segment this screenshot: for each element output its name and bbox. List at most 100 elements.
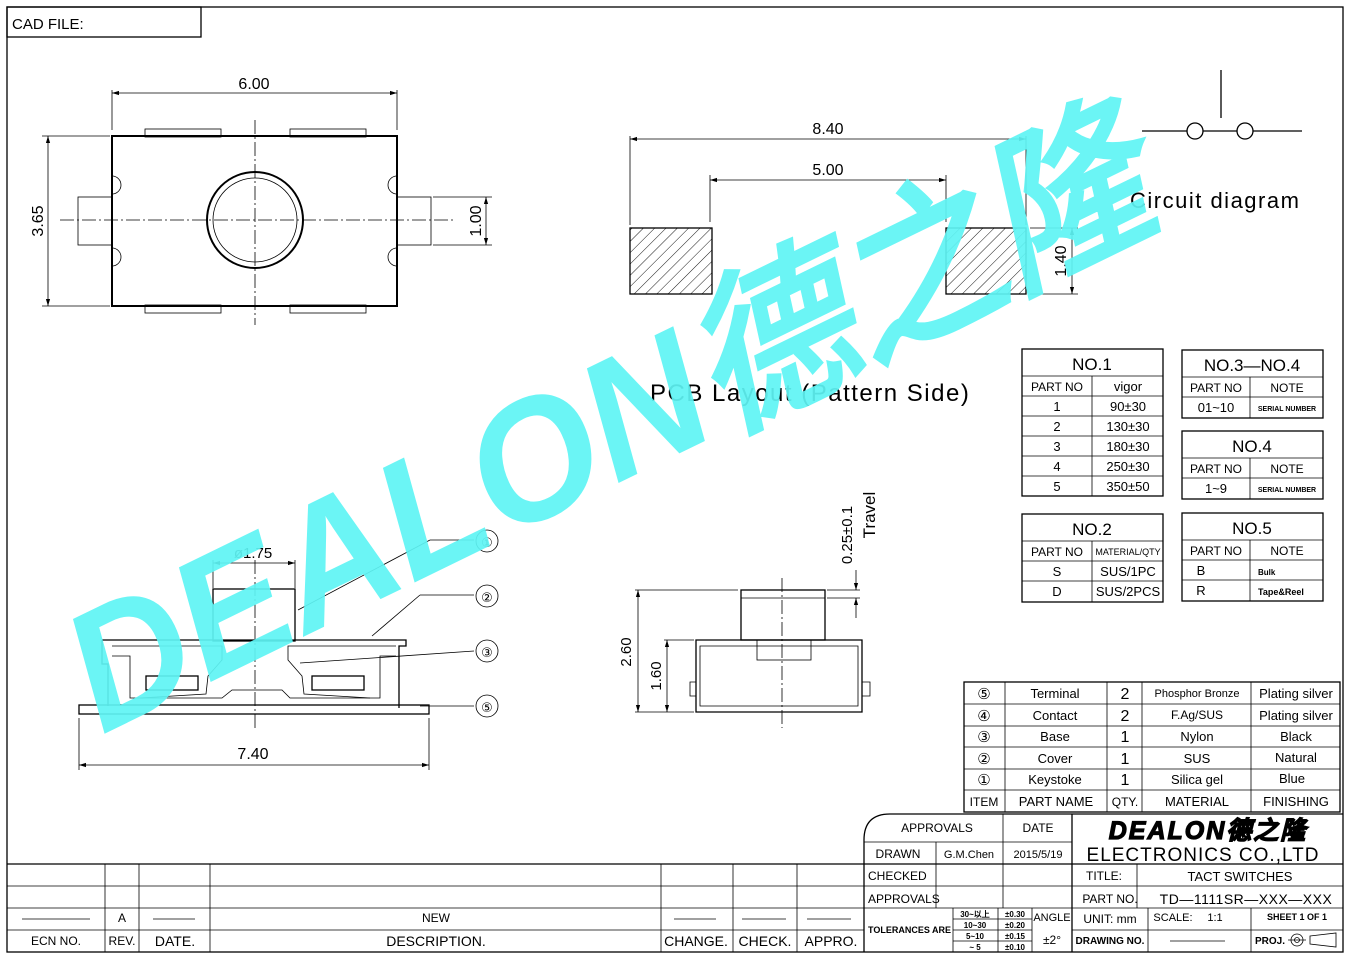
drawing-border (6, 6, 1344, 953)
dim-pad-height: 1.40 (1053, 245, 1070, 276)
tol-range: 5~10 (966, 932, 985, 941)
no2-cell: D (1052, 584, 1061, 599)
bom-finish: Black (1280, 729, 1312, 744)
bom-qty: 2 (1121, 708, 1130, 725)
front-view (635, 570, 871, 728)
no1-cell: 5 (1053, 479, 1060, 494)
tb-title-label: TITLE: (1086, 869, 1122, 883)
rev-header-check: CHECK. (739, 933, 792, 949)
no2-header: PART NO (1031, 545, 1083, 559)
tb-approvals2: APPROVALS (868, 892, 940, 906)
no5-cell: Tape&Reel (1258, 587, 1304, 597)
dim-terminal: 1.00 (468, 205, 485, 236)
table-no34 (1181, 349, 1324, 419)
no4-cell: 1~9 (1205, 481, 1227, 496)
bom-part: Contact (1033, 708, 1078, 723)
no1-cell: 3 (1053, 439, 1060, 454)
no4-header: PART NO (1190, 462, 1242, 476)
bom-header: MATERIAL (1165, 794, 1229, 809)
tb-drawn: DRAWN (876, 847, 921, 861)
bom-header: FINISHING (1263, 794, 1329, 809)
no5-header: PART NO (1190, 544, 1242, 558)
bom-material: Nylon (1180, 729, 1213, 744)
no1-cell: 350±50 (1106, 479, 1149, 494)
tol-value: ±0.10 (1005, 943, 1026, 952)
tb-drawn-date: 2015/5/19 (1014, 849, 1063, 861)
tol-range: ~ 5 (969, 943, 981, 952)
bom-item: ④ (977, 707, 990, 725)
callout-5: ⑤ (481, 701, 493, 716)
bom-table (963, 681, 1341, 813)
no2-cell: SUS/1PC (1100, 564, 1156, 579)
bom-qty: 1 (1121, 772, 1130, 789)
tb-sheet: SHEET 1 OF 1 (1267, 912, 1327, 922)
tb-company: ELECTRONICS CO.,LTD (1087, 845, 1320, 866)
bom-finish: Natural (1275, 750, 1317, 765)
dim-h1: 2.60 (618, 637, 635, 666)
no5-cell: B (1197, 563, 1206, 578)
no1-cell: 180±30 (1106, 439, 1149, 454)
no2-cell: SUS/2PCS (1096, 584, 1161, 599)
callout-3: ③ (481, 646, 493, 661)
table-no2 (1021, 513, 1164, 603)
tb-scale-label: SCALE: (1153, 912, 1192, 924)
circuit-symbol (1142, 70, 1302, 140)
no2-cell: S (1053, 564, 1062, 579)
bom-item: ③ (977, 728, 990, 746)
tol-range: 10~30 (964, 921, 987, 930)
tb-approvals: APPROVALS (901, 821, 973, 835)
tol-range: 30~以上 (960, 909, 990, 919)
bom-header: ITEM (970, 795, 999, 809)
rev-header-rev: REV. (109, 934, 136, 948)
tb-angle-value: ±2° (1043, 933, 1061, 947)
dim-inner: 5.00 (812, 162, 843, 179)
dim-travel: 0.25±0.1 (839, 506, 856, 564)
table-no5 (1181, 512, 1324, 602)
bom-item: ⑤ (977, 685, 990, 703)
tol-value: ±0.15 (1005, 932, 1026, 941)
cad-file-box (6, 6, 202, 38)
callout-1: ① (481, 536, 493, 551)
bom-material: Phosphor Bronze (1155, 688, 1240, 700)
bom-qty: 1 (1121, 729, 1130, 746)
bom-finish: Blue (1279, 771, 1305, 786)
bom-part: Keystoke (1028, 772, 1081, 787)
no1-cell: 130±30 (1106, 419, 1149, 434)
no1-h1: vigor (1114, 379, 1143, 394)
callout-2: ② (481, 591, 493, 606)
travel-label: Travel (860, 492, 879, 539)
no34-header: PART NO (1190, 381, 1242, 395)
tol-value: ±0.30 (1005, 910, 1026, 919)
no5-title: NO.5 (1232, 519, 1272, 538)
dim-width: 6.00 (238, 76, 269, 93)
tb-angle: ANGLE (1033, 912, 1070, 924)
bom-qty: 1 (1121, 751, 1130, 768)
no1-cell: 4 (1053, 459, 1060, 474)
dim-side-width: 7.40 (237, 746, 268, 763)
no34-title: NO.3—NO.4 (1204, 356, 1300, 375)
rev-value: A (118, 911, 126, 925)
no1-h0: PART NO (1031, 380, 1083, 394)
no5-header: NOTE (1270, 544, 1303, 558)
table-no1 (1021, 348, 1164, 497)
dim-diameter: ø1.75 (234, 545, 272, 562)
bom-qty: 2 (1121, 686, 1130, 703)
bom-item: ② (977, 750, 990, 768)
watermark-logo: DEALON德之隆 (35, 71, 1198, 768)
tb-unit: UNIT: mm (1083, 912, 1136, 926)
no2-header: MATERIAL/QTY (1095, 547, 1160, 557)
no2-title: NO.2 (1072, 520, 1112, 539)
dim-h2: 1.60 (648, 661, 665, 690)
no1-cell: 2 (1053, 419, 1060, 434)
no34-cell: 01~10 (1198, 400, 1235, 415)
cad-file-label: CAD FILE: (12, 16, 84, 33)
bom-item: ① (977, 771, 990, 789)
rev-header-appro: APPRO. (805, 933, 858, 949)
tb-part-no: TD—1111SR—XXX—XXX (1160, 891, 1333, 907)
bom-finish: Plating silver (1259, 686, 1333, 701)
bom-part: Cover (1038, 751, 1073, 766)
no34-header: NOTE (1270, 381, 1303, 395)
rev-header-description: DESCRIPTION. (386, 933, 486, 949)
bom-header: PART NAME (1019, 794, 1094, 809)
top-view (42, 90, 492, 325)
